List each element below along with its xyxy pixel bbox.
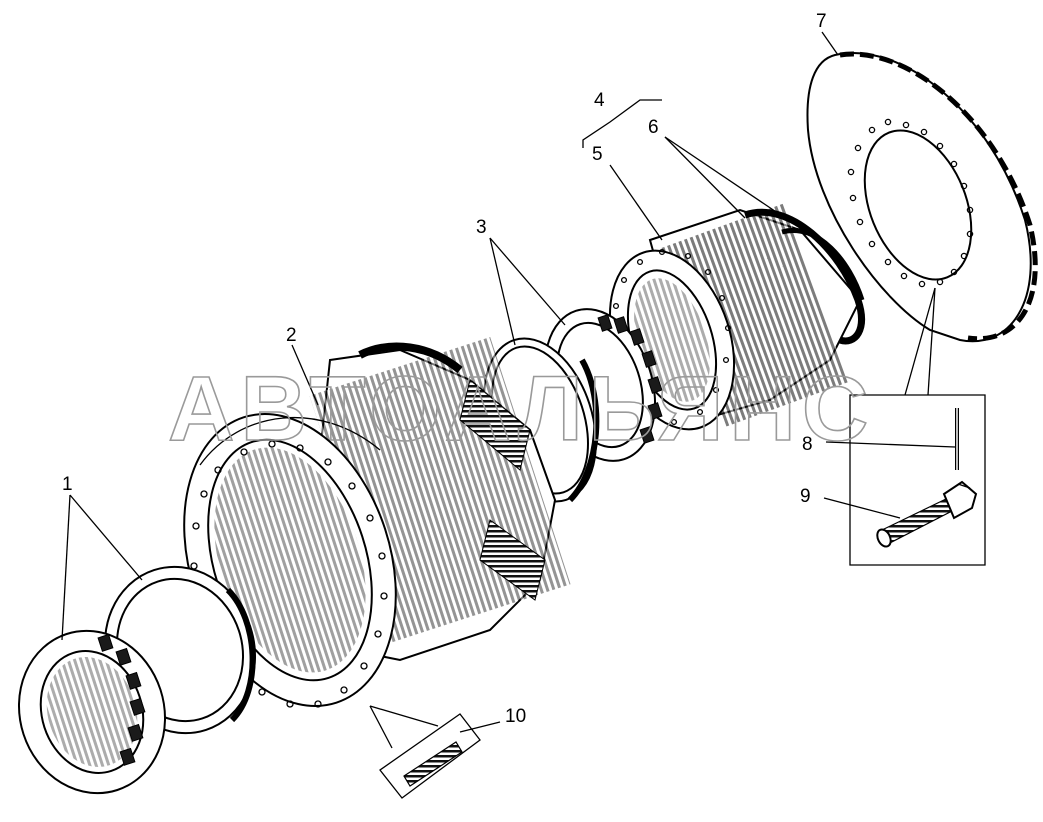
part-6-seal-rings [743, 208, 865, 345]
callout-1: 1 [62, 474, 73, 495]
leader-lines [61, 31, 956, 749]
inset-parts-8-9 [849, 394, 986, 566]
bearing-rollers [597, 314, 663, 444]
bearing-1-rollers [97, 633, 146, 766]
callout-7: 7 [816, 11, 827, 32]
callout-3: 3 [476, 217, 487, 238]
callout-9: 9 [800, 486, 811, 507]
watermark: АВТОАЛЬЯНС [168, 358, 874, 460]
part-5-sleeve [608, 203, 862, 431]
part-7-flange-disc [806, 51, 1038, 343]
callout-4: 4 [594, 90, 605, 111]
bolt-9 [876, 480, 978, 548]
callout-8: 8 [802, 434, 813, 455]
flange-bolt-holes [847, 118, 974, 288]
callout-10: 10 [505, 706, 526, 727]
part-1-bearing [17, 565, 257, 795]
inset-part-10 [379, 713, 481, 799]
callout-5: 5 [592, 144, 603, 165]
callout-6: 6 [648, 117, 659, 138]
callout-2: 2 [286, 325, 297, 346]
callout-labels: 1 2 3 4 5 6 7 8 9 10 [62, 11, 827, 727]
